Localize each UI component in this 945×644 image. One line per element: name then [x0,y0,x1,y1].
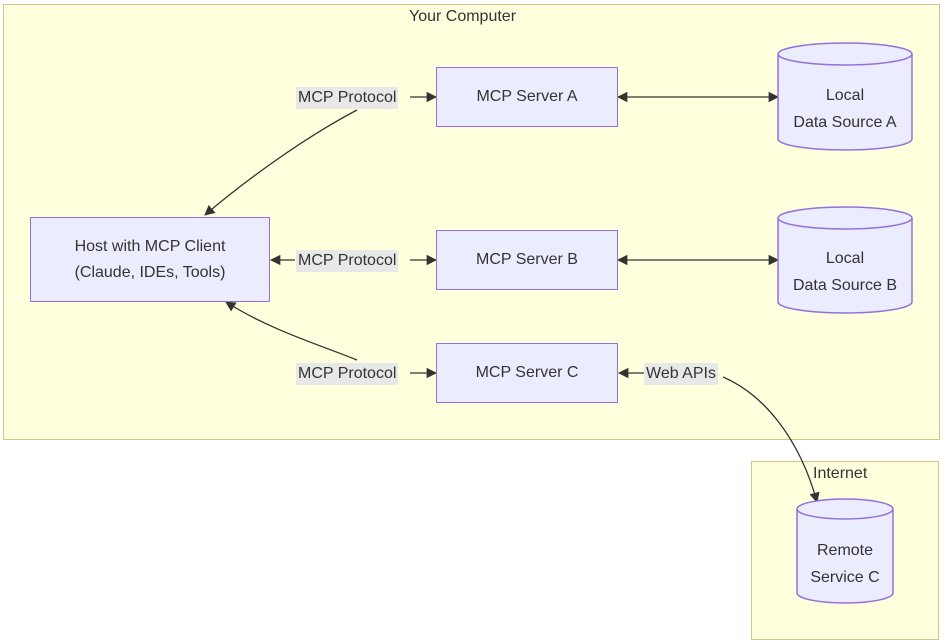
mcp-server-b-node: MCP Server B [436,230,618,290]
edge-protocol-a-to-host [204,109,358,216]
edge-protocol-c-to-host [225,301,358,361]
local-data-source-b-label: Local Data Source B [792,250,898,294]
mcp-server-a-label: MCP Server A [476,88,578,105]
internet-cluster [751,461,939,640]
local-data-source-b-cylinder [777,206,913,314]
edge-label-protocol-a: MCP Protocol [296,87,399,109]
host-node: Host with MCP Client (Claude, IDEs, Tool… [30,217,270,302]
local-data-source-a-cylinder [777,42,913,151]
edge-label-protocol-c: MCP Protocol [296,363,399,385]
mcp-server-c-node: MCP Server C [436,343,618,403]
mcp-server-a-node: MCP Server A [436,67,618,127]
mcp-server-b-label: MCP Server B [476,251,578,268]
remote-service-c-label: Remote Service C [810,542,880,586]
internet-title: Internet [813,465,868,482]
edge-label-protocol-b: MCP Protocol [296,250,399,272]
host-node-label: Host with MCP Client (Claude, IDEs, Tool… [74,237,226,281]
remote-service-c-cylinder [796,498,894,604]
your-computer-title: Your Computer [409,8,517,25]
edge-label-web-apis: Web APIs [644,363,718,385]
mcp-server-c-label: MCP Server C [475,364,579,381]
local-data-source-a-label: Local Data Source A [793,87,897,131]
edge-web-apis-to-remote [722,376,820,504]
